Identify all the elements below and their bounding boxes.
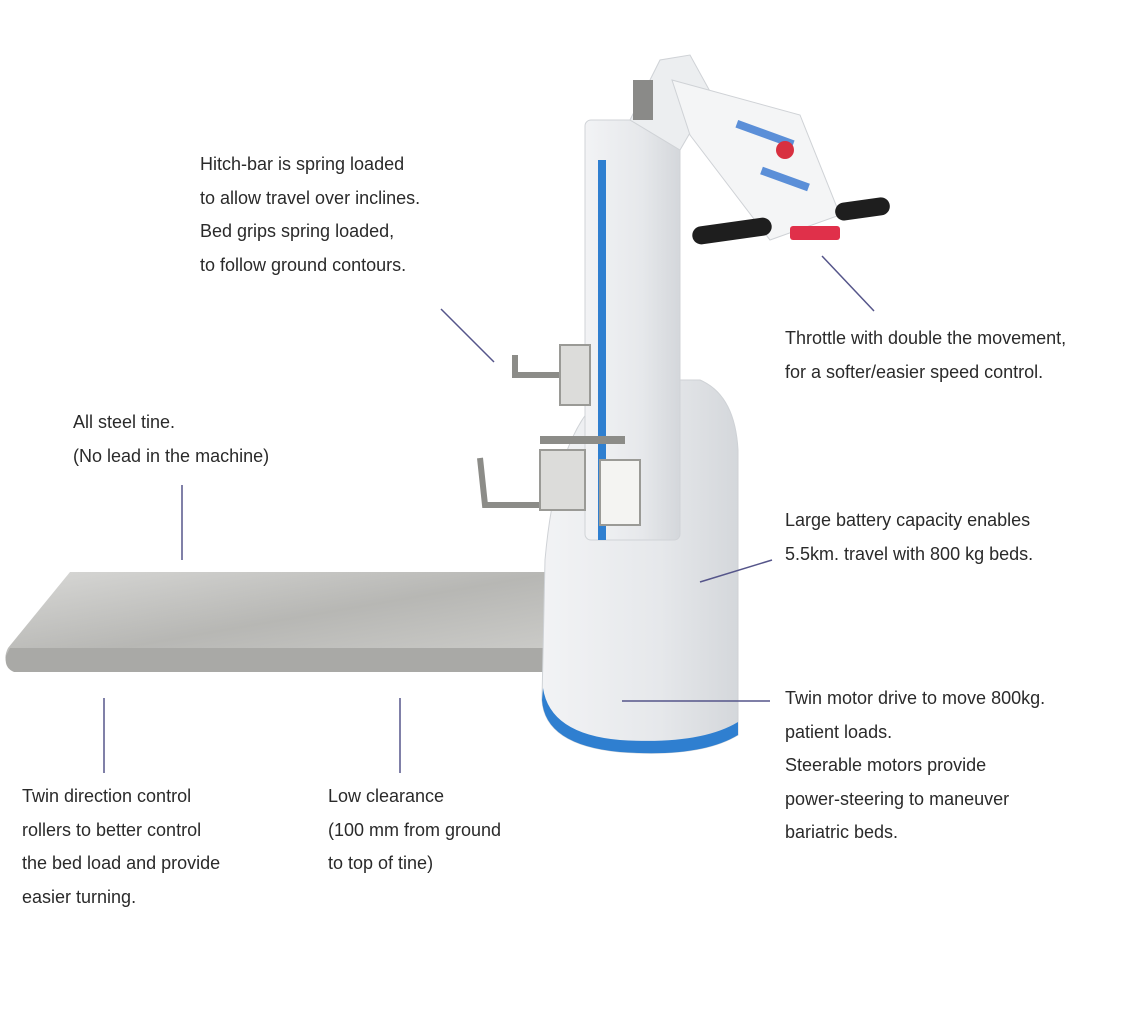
annotation-line: (No lead in the machine) bbox=[73, 445, 270, 466]
annotation-line: rollers to better control bbox=[22, 819, 202, 840]
annotation-battery: Large battery capacity enables 5.5km. tr… bbox=[785, 504, 1033, 571]
annotation-line: to top of tine) bbox=[328, 853, 434, 873]
annotation-line: to follow ground contours. bbox=[200, 254, 407, 275]
leader-line-battery bbox=[699, 559, 773, 583]
annotation-line: Throttle with double the movement, bbox=[785, 328, 1067, 348]
annotation-line: 5.5km. travel with 800 kg beds. bbox=[785, 543, 1034, 564]
annotation-line: Twin motor drive to move 800kg. bbox=[785, 688, 1046, 708]
control-arm bbox=[629, 54, 890, 245]
annotation-line: to allow travel over inclines. bbox=[200, 187, 421, 208]
annotation-throttle: Throttle with double the movement, for a… bbox=[785, 322, 1066, 389]
annotation-line: Bed grips spring loaded, bbox=[200, 221, 395, 241]
bed-grips bbox=[477, 344, 641, 526]
annotation-line: Twin direction control bbox=[22, 786, 192, 806]
steel-tine bbox=[5, 572, 560, 672]
annotation-hitch-bar: Hitch-bar is spring loaded to allow trav… bbox=[200, 148, 420, 282]
annotation-line: Low clearance bbox=[328, 786, 445, 806]
annotation-clearance: Low clearance (100 mm from ground to top… bbox=[328, 780, 501, 881]
annotation-line: the bed load and provide bbox=[22, 853, 221, 873]
annotation-line: power-steering to maneuver bbox=[785, 788, 1010, 809]
annotation-line: patient loads. bbox=[785, 721, 893, 742]
annotation-line: bariatric beds. bbox=[785, 822, 899, 842]
annotation-tine: All steel tine. (No lead in the machine) bbox=[73, 406, 269, 473]
annotation-line: (100 mm from ground bbox=[328, 819, 502, 840]
annotation-rollers: Twin direction control rollers to better… bbox=[22, 780, 220, 914]
leader-line-throttle bbox=[821, 255, 875, 312]
annotation-line: for a softer/easier speed control. bbox=[785, 361, 1044, 382]
annotation-motor: Twin motor drive to move 800kg. patient … bbox=[785, 682, 1045, 850]
annotation-line: Hitch-bar is spring loaded bbox=[200, 154, 405, 174]
annotation-line: All steel tine. bbox=[73, 412, 176, 432]
annotation-line: Large battery capacity enables bbox=[785, 510, 1031, 530]
leader-line-hitch bbox=[440, 308, 495, 363]
annotation-line: easier turning. bbox=[22, 886, 137, 907]
annotation-line: Steerable motors provide bbox=[785, 755, 987, 775]
